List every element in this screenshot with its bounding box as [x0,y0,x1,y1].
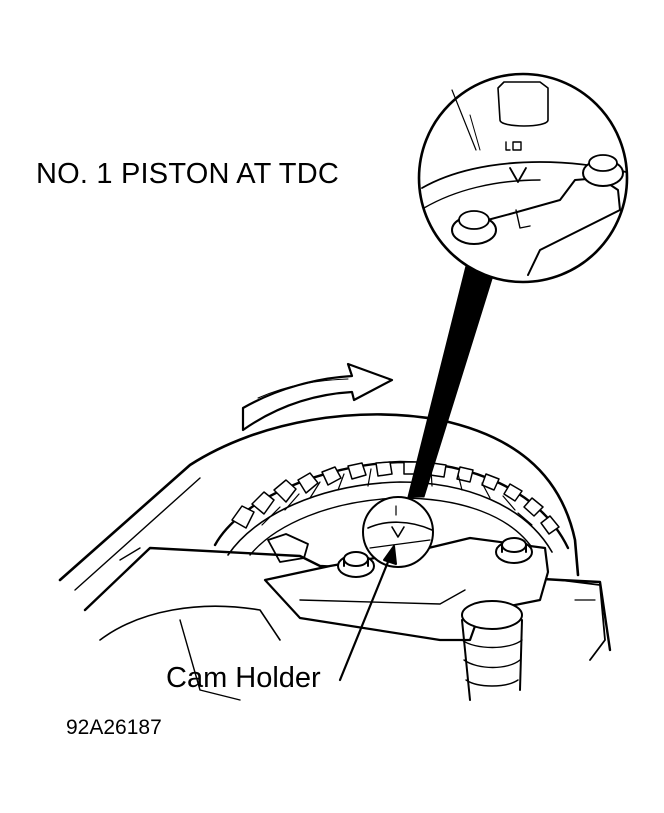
holder-bolt-left [337,551,375,578]
tdc-mark-small-circle [362,496,434,568]
rotation-arrow [241,362,394,432]
callout-arrow [338,545,397,682]
figure-id: 92A26187 [66,716,162,739]
magnify-leader [407,249,497,498]
holder-bolt-right [495,537,533,564]
cylinder-head [83,546,612,701]
cam-sprocket [213,460,570,563]
cam-holder-label: Cam Holder [166,662,321,694]
diagram-title: NO. 1 PISTON AT TDC [36,158,340,190]
tdc-mark-magnified-view [417,72,629,284]
